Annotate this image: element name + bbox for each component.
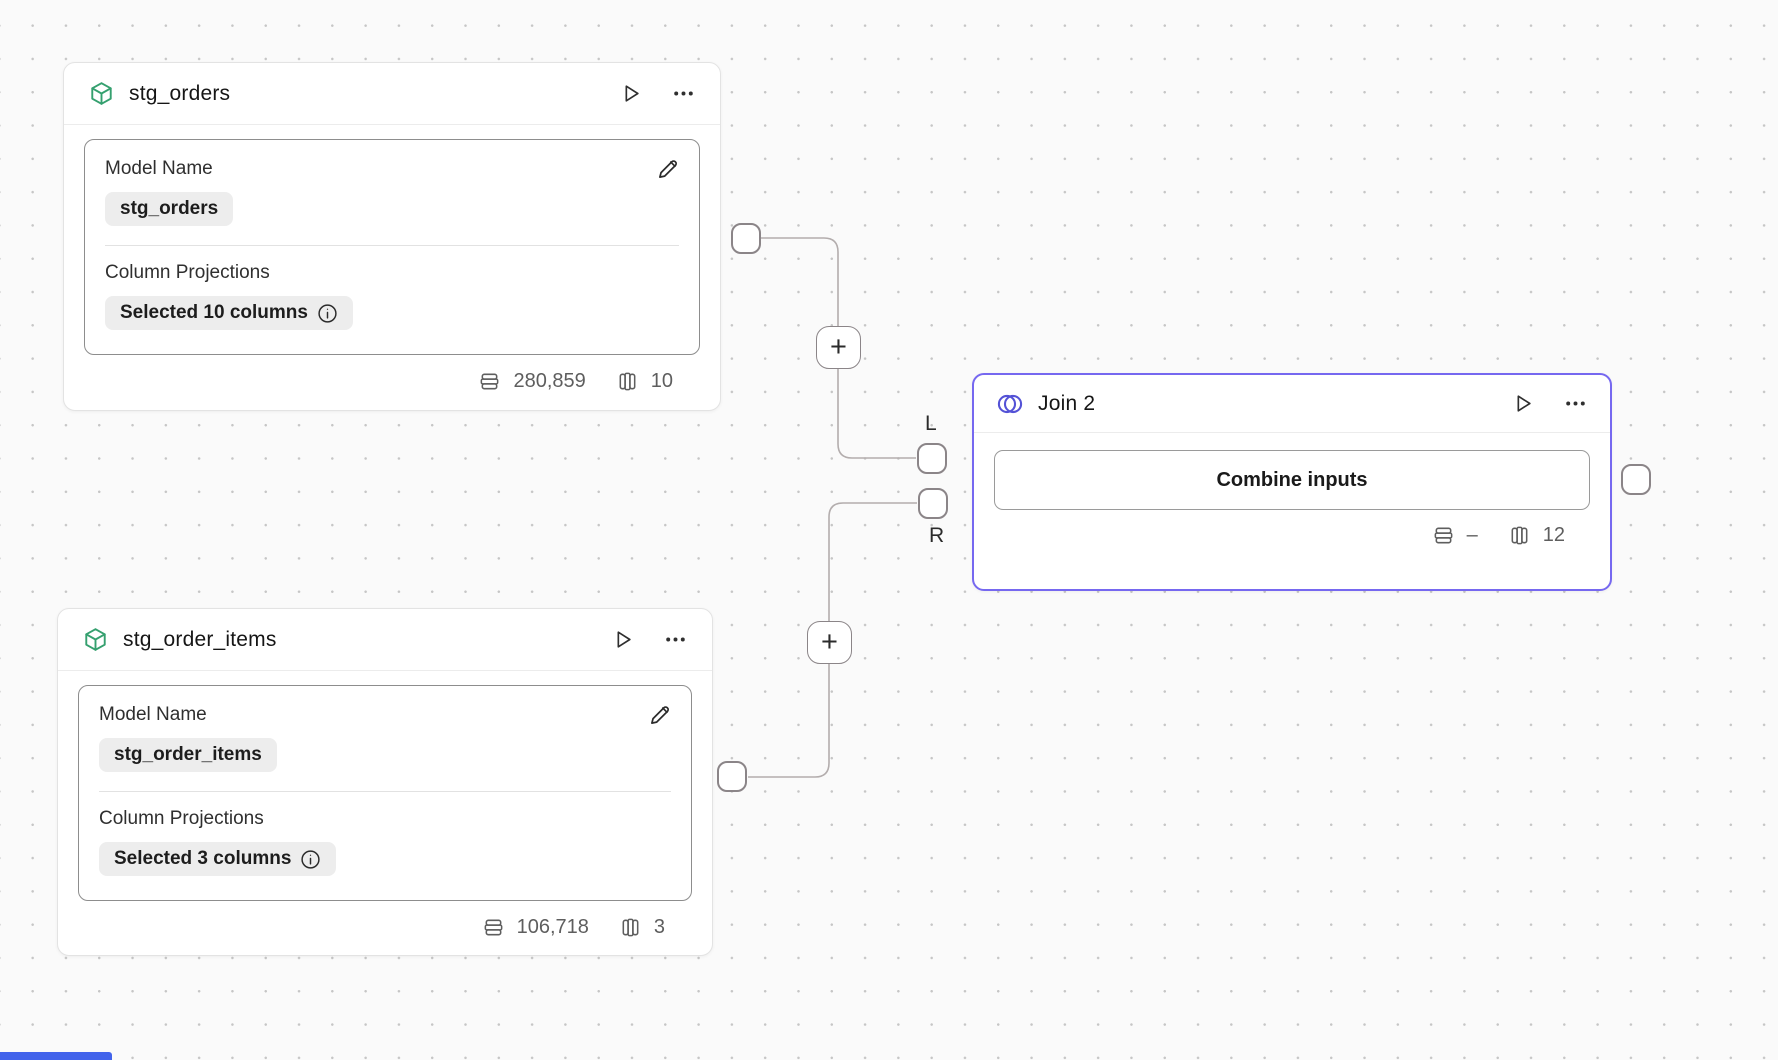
node-header: stg_orders	[64, 63, 720, 125]
node-config-card: Model Name stg_orders Column Projections…	[84, 139, 700, 355]
node-menu-button[interactable]	[671, 81, 696, 106]
column-projections-chip[interactable]: Selected 3 columns	[99, 842, 337, 876]
model-name-label: Model Name	[105, 158, 213, 179]
node-join-2[interactable]: Join 2 Combine inputs	[972, 373, 1612, 591]
columns-icon	[619, 372, 636, 391]
divider	[99, 791, 671, 792]
row-count-stat: 106,718	[482, 916, 589, 939]
join-left-port-label: L	[925, 412, 937, 435]
node-title: stg_order_items	[123, 627, 277, 651]
node-title: Join 2	[1038, 391, 1096, 415]
combine-inputs-button[interactable]: Combine inputs	[994, 450, 1590, 510]
model-cube-icon	[82, 626, 109, 653]
node-menu-button[interactable]	[1563, 391, 1588, 416]
join-venn-icon	[996, 390, 1024, 418]
row-count-stat: –	[1432, 524, 1478, 547]
divider	[105, 245, 679, 246]
columns-icon	[1511, 526, 1528, 545]
rows-icon	[1434, 527, 1453, 544]
join-right-input-port[interactable]	[918, 488, 948, 519]
info-icon	[318, 303, 337, 323]
columns-icon	[622, 918, 639, 937]
model-name-label: Model Name	[99, 704, 207, 725]
node-stg-order-items[interactable]: stg_order_items Model Name	[57, 608, 713, 956]
edit-pencil-icon[interactable]	[655, 156, 681, 182]
node-header: Join 2	[974, 375, 1610, 433]
column-count-stat: 10	[616, 370, 673, 393]
model-cube-icon	[88, 80, 115, 107]
node-stg-orders[interactable]: stg_orders Model Name	[63, 62, 721, 411]
column-count-stat: 12	[1508, 524, 1565, 547]
output-port-stg-order-items[interactable]	[717, 761, 747, 792]
add-step-button-top-edge[interactable]: +	[816, 326, 861, 369]
column-projections-label: Column Projections	[99, 808, 264, 829]
bottom-left-partial-blue-element[interactable]	[0, 1052, 112, 1060]
node-config-card: Model Name stg_order_items Column Projec…	[78, 685, 692, 901]
join-right-port-label: R	[929, 524, 945, 547]
edit-pencil-icon[interactable]	[647, 702, 673, 728]
column-count-stat: 3	[619, 916, 665, 939]
join-output-port[interactable]	[1621, 464, 1651, 495]
column-projections-chip[interactable]: Selected 10 columns	[105, 296, 353, 330]
node-menu-button[interactable]	[663, 627, 688, 652]
info-icon	[301, 849, 321, 869]
model-name-chip[interactable]: stg_order_items	[99, 738, 277, 772]
run-node-button[interactable]	[1510, 391, 1535, 416]
output-port-stg-orders[interactable]	[731, 223, 761, 254]
column-projections-label: Column Projections	[105, 262, 270, 283]
model-name-chip[interactable]: stg_orders	[105, 192, 234, 226]
rows-icon	[484, 919, 502, 936]
run-node-button[interactable]	[618, 81, 643, 106]
node-header: stg_order_items	[58, 609, 712, 671]
join-left-input-port[interactable]	[917, 443, 947, 474]
node-title: stg_orders	[129, 81, 231, 105]
rows-icon	[481, 373, 499, 390]
row-count-stat: 280,859	[478, 370, 586, 393]
run-node-button[interactable]	[610, 627, 635, 652]
add-step-button-bottom-edge[interactable]: +	[807, 621, 852, 664]
